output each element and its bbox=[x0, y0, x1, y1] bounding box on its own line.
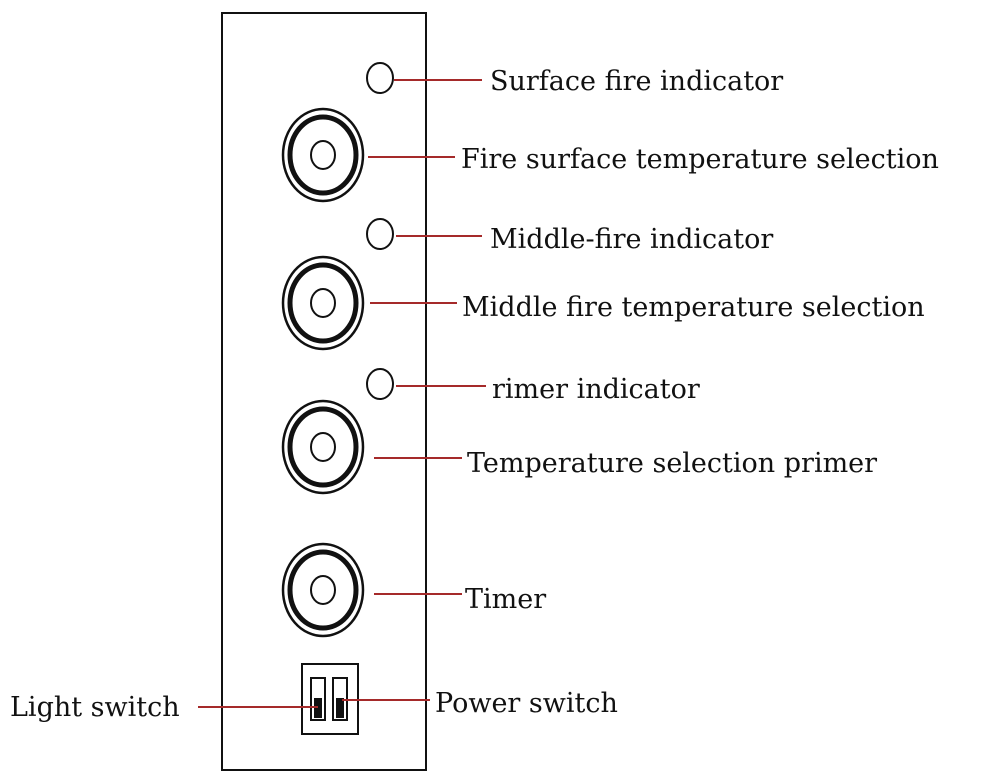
control-panel-outline bbox=[221, 12, 427, 771]
middle-fire-temperature-knob[interactable] bbox=[281, 255, 365, 351]
primer-indicator-label: rimer indicator bbox=[492, 374, 700, 405]
temperature-selection-primer-knob[interactable] bbox=[281, 399, 365, 495]
fire-surface-temperature-label: Fire surface temperature selection bbox=[461, 144, 939, 175]
primer-indicator-light bbox=[366, 368, 394, 400]
surface-fire-indicator-light bbox=[366, 62, 394, 94]
middle-fire-temperature-label: Middle fire temperature selection bbox=[462, 292, 925, 323]
power-switch-label: Power switch bbox=[435, 688, 618, 719]
timer-knob[interactable] bbox=[281, 542, 365, 638]
light-switch-label: Light switch bbox=[10, 692, 180, 723]
middle-fire-indicator-light bbox=[366, 218, 394, 250]
surface-fire-indicator-label: Surface fire indicator bbox=[490, 66, 783, 97]
timer-label: Timer bbox=[465, 584, 546, 615]
fire-surface-temperature-knob[interactable] bbox=[281, 107, 365, 203]
light-switch-toggle[interactable] bbox=[310, 677, 326, 721]
temperature-selection-primer-label: Temperature selection primer bbox=[467, 448, 877, 479]
middle-fire-indicator-label: Middle-fire indicator bbox=[490, 224, 773, 255]
